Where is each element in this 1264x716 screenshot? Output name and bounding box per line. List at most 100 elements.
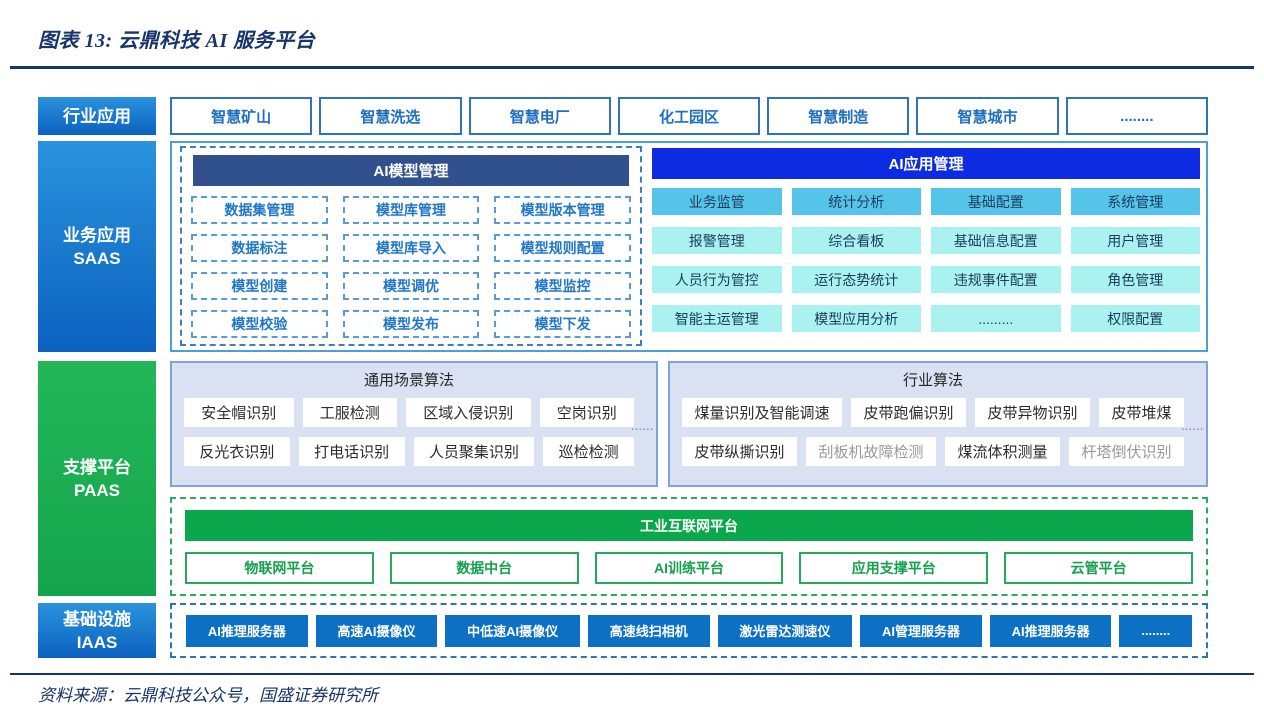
industry-apps-row: 智慧矿山 智慧洗选 智慧电厂 化工园区 智慧制造 智慧城市 ........ bbox=[170, 97, 1208, 135]
app-mgmt-cell: 角色管理 bbox=[1070, 266, 1200, 293]
algorithm-box: 皮带跑偏识别 bbox=[851, 398, 966, 427]
app-mgmt-cell: 基础信息配置 bbox=[931, 227, 1061, 254]
app-mgmt-cell: 报警管理 bbox=[652, 227, 782, 254]
row-label-text: 行业应用 bbox=[63, 106, 131, 126]
iaas-hardware-box-more: ........ bbox=[1119, 614, 1193, 647]
algorithm-box: 打电话识别 bbox=[298, 437, 405, 466]
ai-model-management-panel: AI模型管理 数据集管理 模型库管理 模型版本管理 数据标注 模型库导入 模型规… bbox=[180, 146, 642, 346]
model-mgmt-item: 模型监控 bbox=[494, 272, 631, 300]
iaas-hardware-box: AI推理服务器 bbox=[989, 614, 1112, 647]
model-mgmt-item: 模型版本管理 bbox=[494, 196, 631, 224]
industry-app-box: 智慧城市 bbox=[916, 97, 1059, 135]
iaas-hardware-container: AI推理服务器 高速AI摄像仪 中低速AI摄像仪 高速线扫相机 激光雷达测速仪 … bbox=[170, 603, 1208, 658]
iaas-hardware-box: 激光雷达测速仪 bbox=[717, 614, 853, 647]
industry-algorithms-row-1: 煤量识别及智能调速 皮带跑偏识别 皮带异物识别 皮带堆煤 bbox=[682, 398, 1184, 427]
paas-algorithms-row: 通用场景算法 安全帽识别 工服检测 区域入侵识别 空岗识别 反光衣识别 打电话识… bbox=[170, 361, 1208, 487]
industry-app-box: 化工园区 bbox=[617, 97, 761, 135]
row-label-text: PAAS bbox=[74, 480, 120, 500]
industry-app-box: 智慧制造 bbox=[767, 97, 910, 135]
platform-boxes-row: 物联网平台 数据中台 AI训练平台 应用支撑平台 云管平台 bbox=[185, 552, 1193, 584]
row-label-saas: 业务应用 SAAS bbox=[38, 141, 156, 352]
industry-algorithms-panel: 行业算法 煤量识别及智能调速 皮带跑偏识别 皮带异物识别 皮带堆煤 皮带纵撕识别… bbox=[668, 361, 1208, 487]
row-label-text: 支撑平台 bbox=[63, 457, 131, 477]
algorithm-box: 皮带异物识别 bbox=[975, 398, 1090, 427]
more-ellipsis: ...... bbox=[1181, 422, 1204, 433]
general-scene-algorithms-panel: 通用场景算法 安全帽识别 工服检测 区域入侵识别 空岗识别 反光衣识别 打电话识… bbox=[170, 361, 658, 487]
algorithm-box: 反光衣识别 bbox=[184, 437, 290, 466]
iaas-hardware-box: 中低速AI摄像仪 bbox=[445, 614, 580, 647]
row-label-iaas: 基础设施 IAAS bbox=[38, 603, 156, 658]
industry-app-box-more: ........ bbox=[1065, 97, 1208, 135]
industry-algorithms-title: 行业算法 bbox=[902, 372, 963, 389]
more-ellipsis: ...... bbox=[631, 422, 654, 433]
general-algorithms-row-1: 安全帽识别 工服检测 区域入侵识别 空岗识别 bbox=[184, 398, 634, 427]
model-mgmt-item: 数据标注 bbox=[191, 234, 328, 262]
model-mgmt-item: 模型库管理 bbox=[342, 196, 480, 224]
app-mgmt-cell: 基础配置 bbox=[931, 188, 1061, 215]
algorithm-box: 杆塔倒伏识别 bbox=[1069, 437, 1184, 466]
algorithm-box: 皮带纵撕识别 bbox=[682, 437, 797, 466]
industrial-internet-platform-header: 工业互联网平台 bbox=[185, 510, 1193, 541]
ai-model-management-header: AI模型管理 bbox=[193, 155, 629, 186]
top-divider bbox=[10, 66, 1254, 69]
industry-app-box: 智慧洗选 bbox=[319, 97, 462, 135]
row-label-industry-apps: 行业应用 bbox=[38, 97, 156, 135]
row-label-text: IAAS bbox=[76, 632, 118, 652]
app-mgmt-cell: 综合看板 bbox=[791, 227, 921, 254]
model-mgmt-item: 模型发布 bbox=[342, 310, 480, 338]
saas-layer-container: AI模型管理 数据集管理 模型库管理 模型版本管理 数据标注 模型库导入 模型规… bbox=[170, 141, 1208, 352]
model-mgmt-item: 模型调优 bbox=[342, 272, 480, 300]
app-mgmt-cell: 用户管理 bbox=[1070, 227, 1200, 254]
app-mgmt-cell: 业务监管 bbox=[652, 188, 782, 215]
general-algorithms-title: 通用场景算法 bbox=[363, 372, 454, 389]
algorithm-box: 区域入侵识别 bbox=[406, 398, 531, 427]
iaas-hardware-box: 高速线扫相机 bbox=[587, 614, 710, 647]
row-label-text: SAAS bbox=[73, 248, 121, 268]
ai-app-management-header: AI应用管理 bbox=[652, 148, 1200, 179]
model-mgmt-item: 模型下发 bbox=[494, 310, 631, 338]
model-mgmt-item: 数据集管理 bbox=[191, 196, 328, 224]
algorithm-box: 人员聚集识别 bbox=[413, 437, 535, 466]
app-mgmt-cell: 系统管理 bbox=[1070, 188, 1200, 215]
algorithm-box: 安全帽识别 bbox=[184, 398, 294, 427]
industry-app-box: 智慧电厂 bbox=[468, 97, 611, 135]
app-mgmt-cell: 人员行为管控 bbox=[652, 266, 782, 293]
platform-box: 数据中台 bbox=[389, 552, 579, 584]
ai-app-management-panel: AI应用管理 业务监管 统计分析 基础配置 系统管理 报警管理 综合看板 基础信… bbox=[652, 148, 1200, 344]
app-mgmt-cell: 统计分析 bbox=[791, 188, 921, 215]
ai-model-management-grid: 数据集管理 模型库管理 模型版本管理 数据标注 模型库导入 模型规则配置 模型创… bbox=[191, 196, 631, 338]
general-algorithms-row-2: 反光衣识别 打电话识别 人员聚集识别 巡检检测 bbox=[184, 437, 634, 466]
algorithm-box: 巡检检测 bbox=[543, 437, 634, 466]
platform-box: 物联网平台 bbox=[185, 552, 374, 584]
app-mgmt-cell: 违规事件配置 bbox=[931, 266, 1061, 293]
row-label-text: 基础设施 bbox=[63, 609, 131, 629]
app-mgmt-cell: 智能主运管理 bbox=[652, 305, 782, 332]
platform-box: 云管平台 bbox=[1004, 552, 1193, 584]
app-mgmt-cell: 权限配置 bbox=[1070, 305, 1200, 332]
figure-title: 图表 13: 云鼎科技 AI 服务平台 bbox=[38, 30, 316, 52]
app-mgmt-cell-more: ......... bbox=[931, 305, 1061, 332]
algorithm-box: 煤流体积测量 bbox=[945, 437, 1060, 466]
model-mgmt-item: 模型规则配置 bbox=[494, 234, 631, 262]
bottom-divider bbox=[10, 673, 1254, 675]
platform-box: AI训练平台 bbox=[594, 552, 784, 584]
iaas-hardware-box: 高速AI摄像仪 bbox=[315, 614, 438, 647]
platform-box: 应用支撑平台 bbox=[799, 552, 989, 584]
figure-source: 资料来源：云鼎科技公众号，国盛证券研究所 bbox=[38, 686, 378, 705]
model-mgmt-item: 模型校验 bbox=[191, 310, 328, 338]
algorithm-box: 刮板机故障检测 bbox=[806, 437, 936, 466]
iaas-hardware-box: AI推理服务器 bbox=[186, 614, 308, 647]
algorithm-box: 工服检测 bbox=[302, 398, 397, 427]
app-mgmt-cell: 模型应用分析 bbox=[791, 305, 921, 332]
algorithm-box: 煤量识别及智能调速 bbox=[682, 398, 842, 427]
algorithm-box: 空岗识别 bbox=[539, 398, 634, 427]
app-mgmt-cell: 运行态势统计 bbox=[791, 266, 921, 293]
industrial-internet-platform-container: 工业互联网平台 物联网平台 数据中台 AI训练平台 应用支撑平台 云管平台 bbox=[170, 497, 1208, 596]
row-label-paas: 支撑平台 PAAS bbox=[38, 361, 156, 596]
model-mgmt-item: 模型库导入 bbox=[342, 234, 480, 262]
algorithm-box: 皮带堆煤 bbox=[1099, 398, 1184, 427]
model-mgmt-item: 模型创建 bbox=[191, 272, 328, 300]
iaas-hardware-box: AI管理服务器 bbox=[860, 614, 982, 647]
row-label-text: 业务应用 bbox=[63, 225, 131, 245]
